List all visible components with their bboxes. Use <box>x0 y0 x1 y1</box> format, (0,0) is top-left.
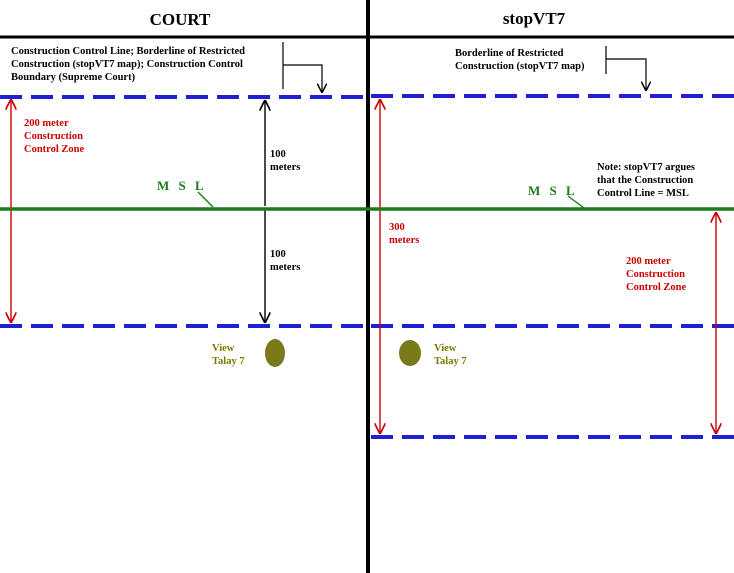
court-view-label-line-2: Talay 7 <box>212 356 245 367</box>
court-zone-line-2: Construction <box>24 131 83 142</box>
header-stopvt7: stopVT7 <box>503 9 566 28</box>
stopvt7-msl-label: M S L <box>528 183 578 198</box>
stopvt7-zone-line-1: 200 meter <box>626 256 671 267</box>
header-court: COURT <box>150 10 211 29</box>
stopvt7-note: Note: stopVT7 argues that the Constructi… <box>597 162 695 199</box>
stopvt7-zone-label: 200 meter Construction Control Zone <box>626 256 687 293</box>
court-callout-arrow <box>283 64 322 92</box>
stopvt7-note-line-3: Control Line = MSL <box>597 188 689 199</box>
court-upper-distance-value: 100 <box>270 149 286 160</box>
court-view-label-line-1: View <box>212 343 235 354</box>
court-label-line-3: Boundary (Supreme Court) <box>11 72 136 83</box>
stopvt7-label-line-2: Construction (stopVT7 map) <box>455 61 585 72</box>
stopvt7-view-label-line-1: View <box>434 343 457 354</box>
court-lower-distance-value: 100 <box>270 249 286 260</box>
stopvt7-note-line-1: Note: stopVT7 argues <box>597 162 695 173</box>
court-view-talay-7-building <box>265 339 285 367</box>
stopvt7-zone-line-2: Construction <box>626 269 685 280</box>
stopvt7-callout-arrow <box>606 58 646 90</box>
court-upper-distance-unit: meters <box>270 162 300 173</box>
court-msl-label: M S L <box>157 178 207 193</box>
stopvt7-view-talay-7-building <box>399 340 421 366</box>
stopvt7-view-label-line-2: Talay 7 <box>434 356 467 367</box>
court-lower-distance-unit: meters <box>270 262 300 273</box>
stopvt7-zone-line-3: Control Zone <box>626 282 687 293</box>
court-zone-label: 200 meter Construction Control Zone <box>24 118 85 155</box>
court-label: Construction Control Line; Borderline of… <box>11 46 245 83</box>
stopvt7-note-line-2: that the Construction <box>597 175 693 186</box>
court-msl-pointer <box>197 191 214 208</box>
stopvt7-label-line-1: Borderline of Restricted <box>455 48 564 59</box>
court-label-line-2: Construction (stopVT7 map); Construction… <box>11 59 243 70</box>
court-label-line-1: Construction Control Line; Borderline of… <box>11 46 245 57</box>
court-zone-line-3: Control Zone <box>24 144 85 155</box>
stopvt7-distance-unit: meters <box>389 235 419 246</box>
stopvt7-distance-value: 300 <box>389 222 405 233</box>
court-zone-line-1: 200 meter <box>24 118 69 129</box>
stopvt7-label: Borderline of Restricted Construction (s… <box>455 48 585 72</box>
stopvt7-msl-pointer <box>567 195 585 209</box>
